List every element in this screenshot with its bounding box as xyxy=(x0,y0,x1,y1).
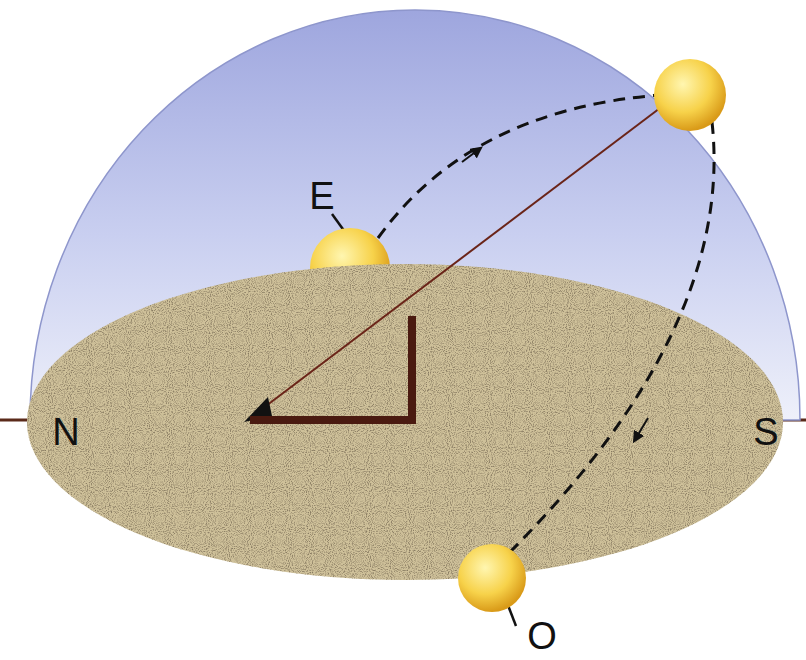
right-angle-marker xyxy=(250,316,412,420)
path-arrow xyxy=(636,418,648,438)
sun-path xyxy=(378,95,660,238)
ground-texture xyxy=(27,264,783,580)
sun-path xyxy=(502,122,714,560)
direction-label: N xyxy=(52,413,79,451)
direction-label: O xyxy=(527,617,557,655)
sun-setting xyxy=(458,544,526,612)
direction-label: S xyxy=(753,413,778,451)
direction-label: E xyxy=(309,177,334,215)
sun-ray xyxy=(258,102,668,412)
path-arrow xyxy=(462,150,478,162)
sun-noon xyxy=(654,59,726,131)
ground-plane xyxy=(27,264,783,580)
